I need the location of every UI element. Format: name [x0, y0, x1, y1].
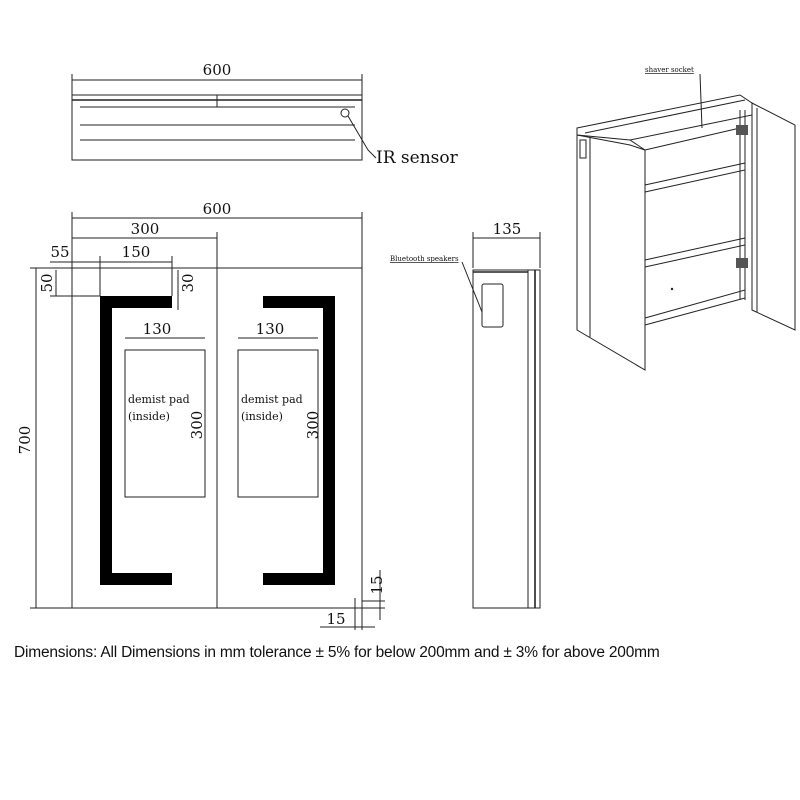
led-strip-right: [263, 296, 335, 585]
front-view: 600 300 55 150 50 30 700 130 300 demist …: [16, 200, 386, 630]
top-view: 600 IR sensor: [71, 61, 459, 168]
shaver-socket-label: shaver socket: [645, 66, 694, 74]
led-offset-dim: 55: [50, 243, 69, 261]
hinge-top-icon: [736, 125, 748, 135]
door-width-dim: 300: [131, 220, 160, 238]
pad-right-label: demist pad: [241, 393, 303, 406]
demist-pad-right: [237, 349, 319, 498]
bottom-gap-vertical-dim: 15: [368, 575, 386, 594]
led-top-offset-dim: 50: [38, 273, 56, 292]
led-width-dim: 150: [122, 243, 151, 261]
pad-left-width-dim: 130: [143, 320, 172, 338]
ir-sensor-label: IR sensor: [376, 148, 459, 168]
overall-width-dim: 600: [203, 200, 232, 218]
side-view: 135 Bluetooth speakers: [390, 220, 541, 609]
dimensions-note: Dimensions: All Dimensions in mm toleran…: [14, 644, 660, 661]
pad-left-label: demist pad: [128, 393, 190, 406]
top-width-dim: 600: [203, 61, 232, 79]
ir-sensor-icon: [340, 108, 350, 118]
pad-right-width-dim: 130: [256, 320, 285, 338]
pad-right-label-2: (inside): [241, 410, 283, 423]
speaker-icon: [481, 283, 504, 328]
led-thickness-dim: 30: [179, 273, 197, 292]
pad-left-height-dim: 300: [188, 411, 206, 440]
bottom-gap-horizontal-dim: 15: [326, 610, 345, 628]
height-dim: 700: [16, 426, 34, 455]
pad-left-label-2: (inside): [128, 410, 170, 423]
led-strip-left: [100, 296, 172, 585]
depth-dim: 135: [493, 220, 522, 238]
pad-right-height-dim: 300: [304, 411, 322, 440]
hinge-bottom-icon: [736, 258, 748, 268]
iso-view: shaver socket: [576, 66, 796, 371]
speaker-label: Bluetooth speakers: [390, 255, 459, 263]
